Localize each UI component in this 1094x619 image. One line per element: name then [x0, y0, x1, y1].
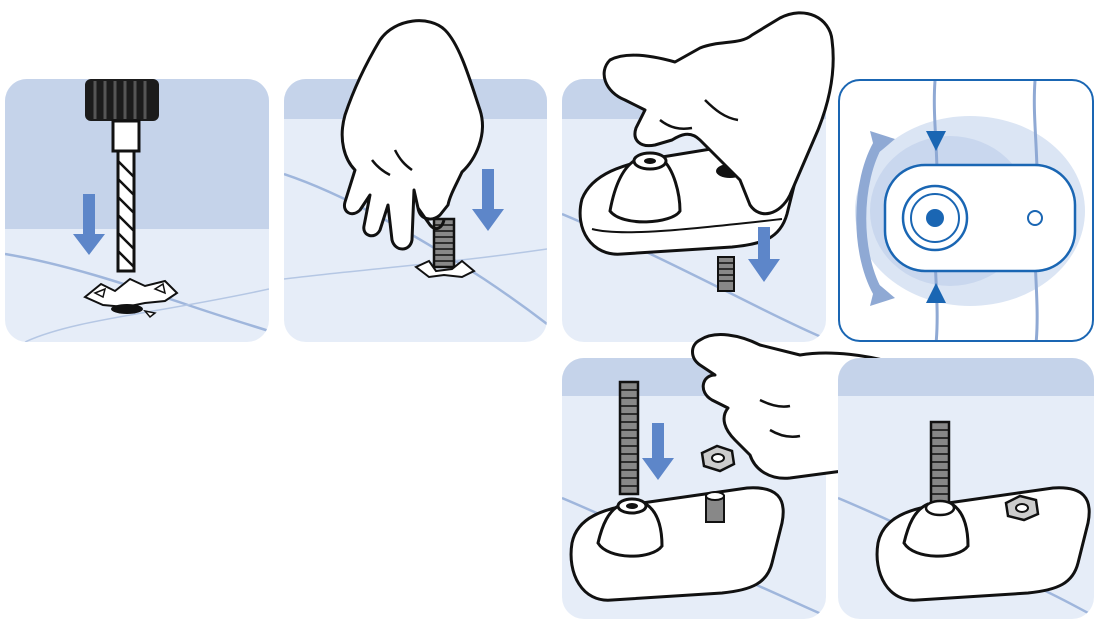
step-drill-panel	[5, 79, 269, 342]
step-place-plate-panel	[562, 79, 826, 342]
base-plate-illustration	[562, 79, 826, 342]
finished-illustration	[838, 358, 1094, 619]
step-insert-anchor-panel	[284, 79, 547, 342]
anchor-illustration	[284, 79, 547, 342]
drill-illustration	[5, 79, 269, 342]
rod-nut-illustration	[562, 358, 826, 619]
alignment-illustration	[840, 81, 1094, 342]
step-alignment-detail-panel	[838, 79, 1094, 342]
step-rod-and-nut-panel	[562, 358, 826, 619]
step-finished-panel	[838, 358, 1094, 619]
